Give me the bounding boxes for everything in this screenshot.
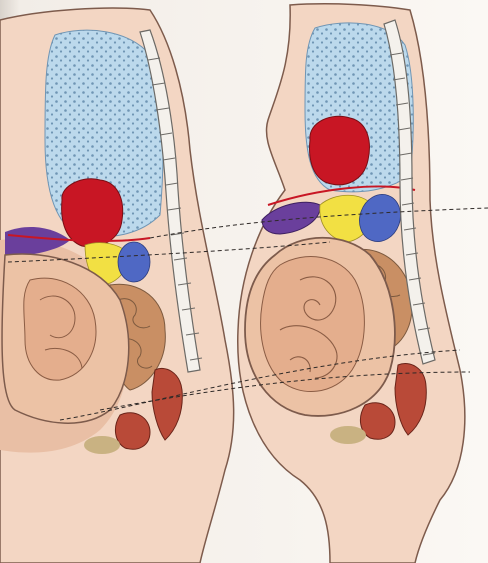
left-kidney — [118, 242, 150, 282]
left-heart — [62, 179, 123, 247]
right-heart — [310, 116, 370, 185]
left-bladder — [115, 413, 150, 450]
left-pelvic-floor — [84, 436, 120, 454]
right-pelvic-floor — [330, 426, 366, 444]
